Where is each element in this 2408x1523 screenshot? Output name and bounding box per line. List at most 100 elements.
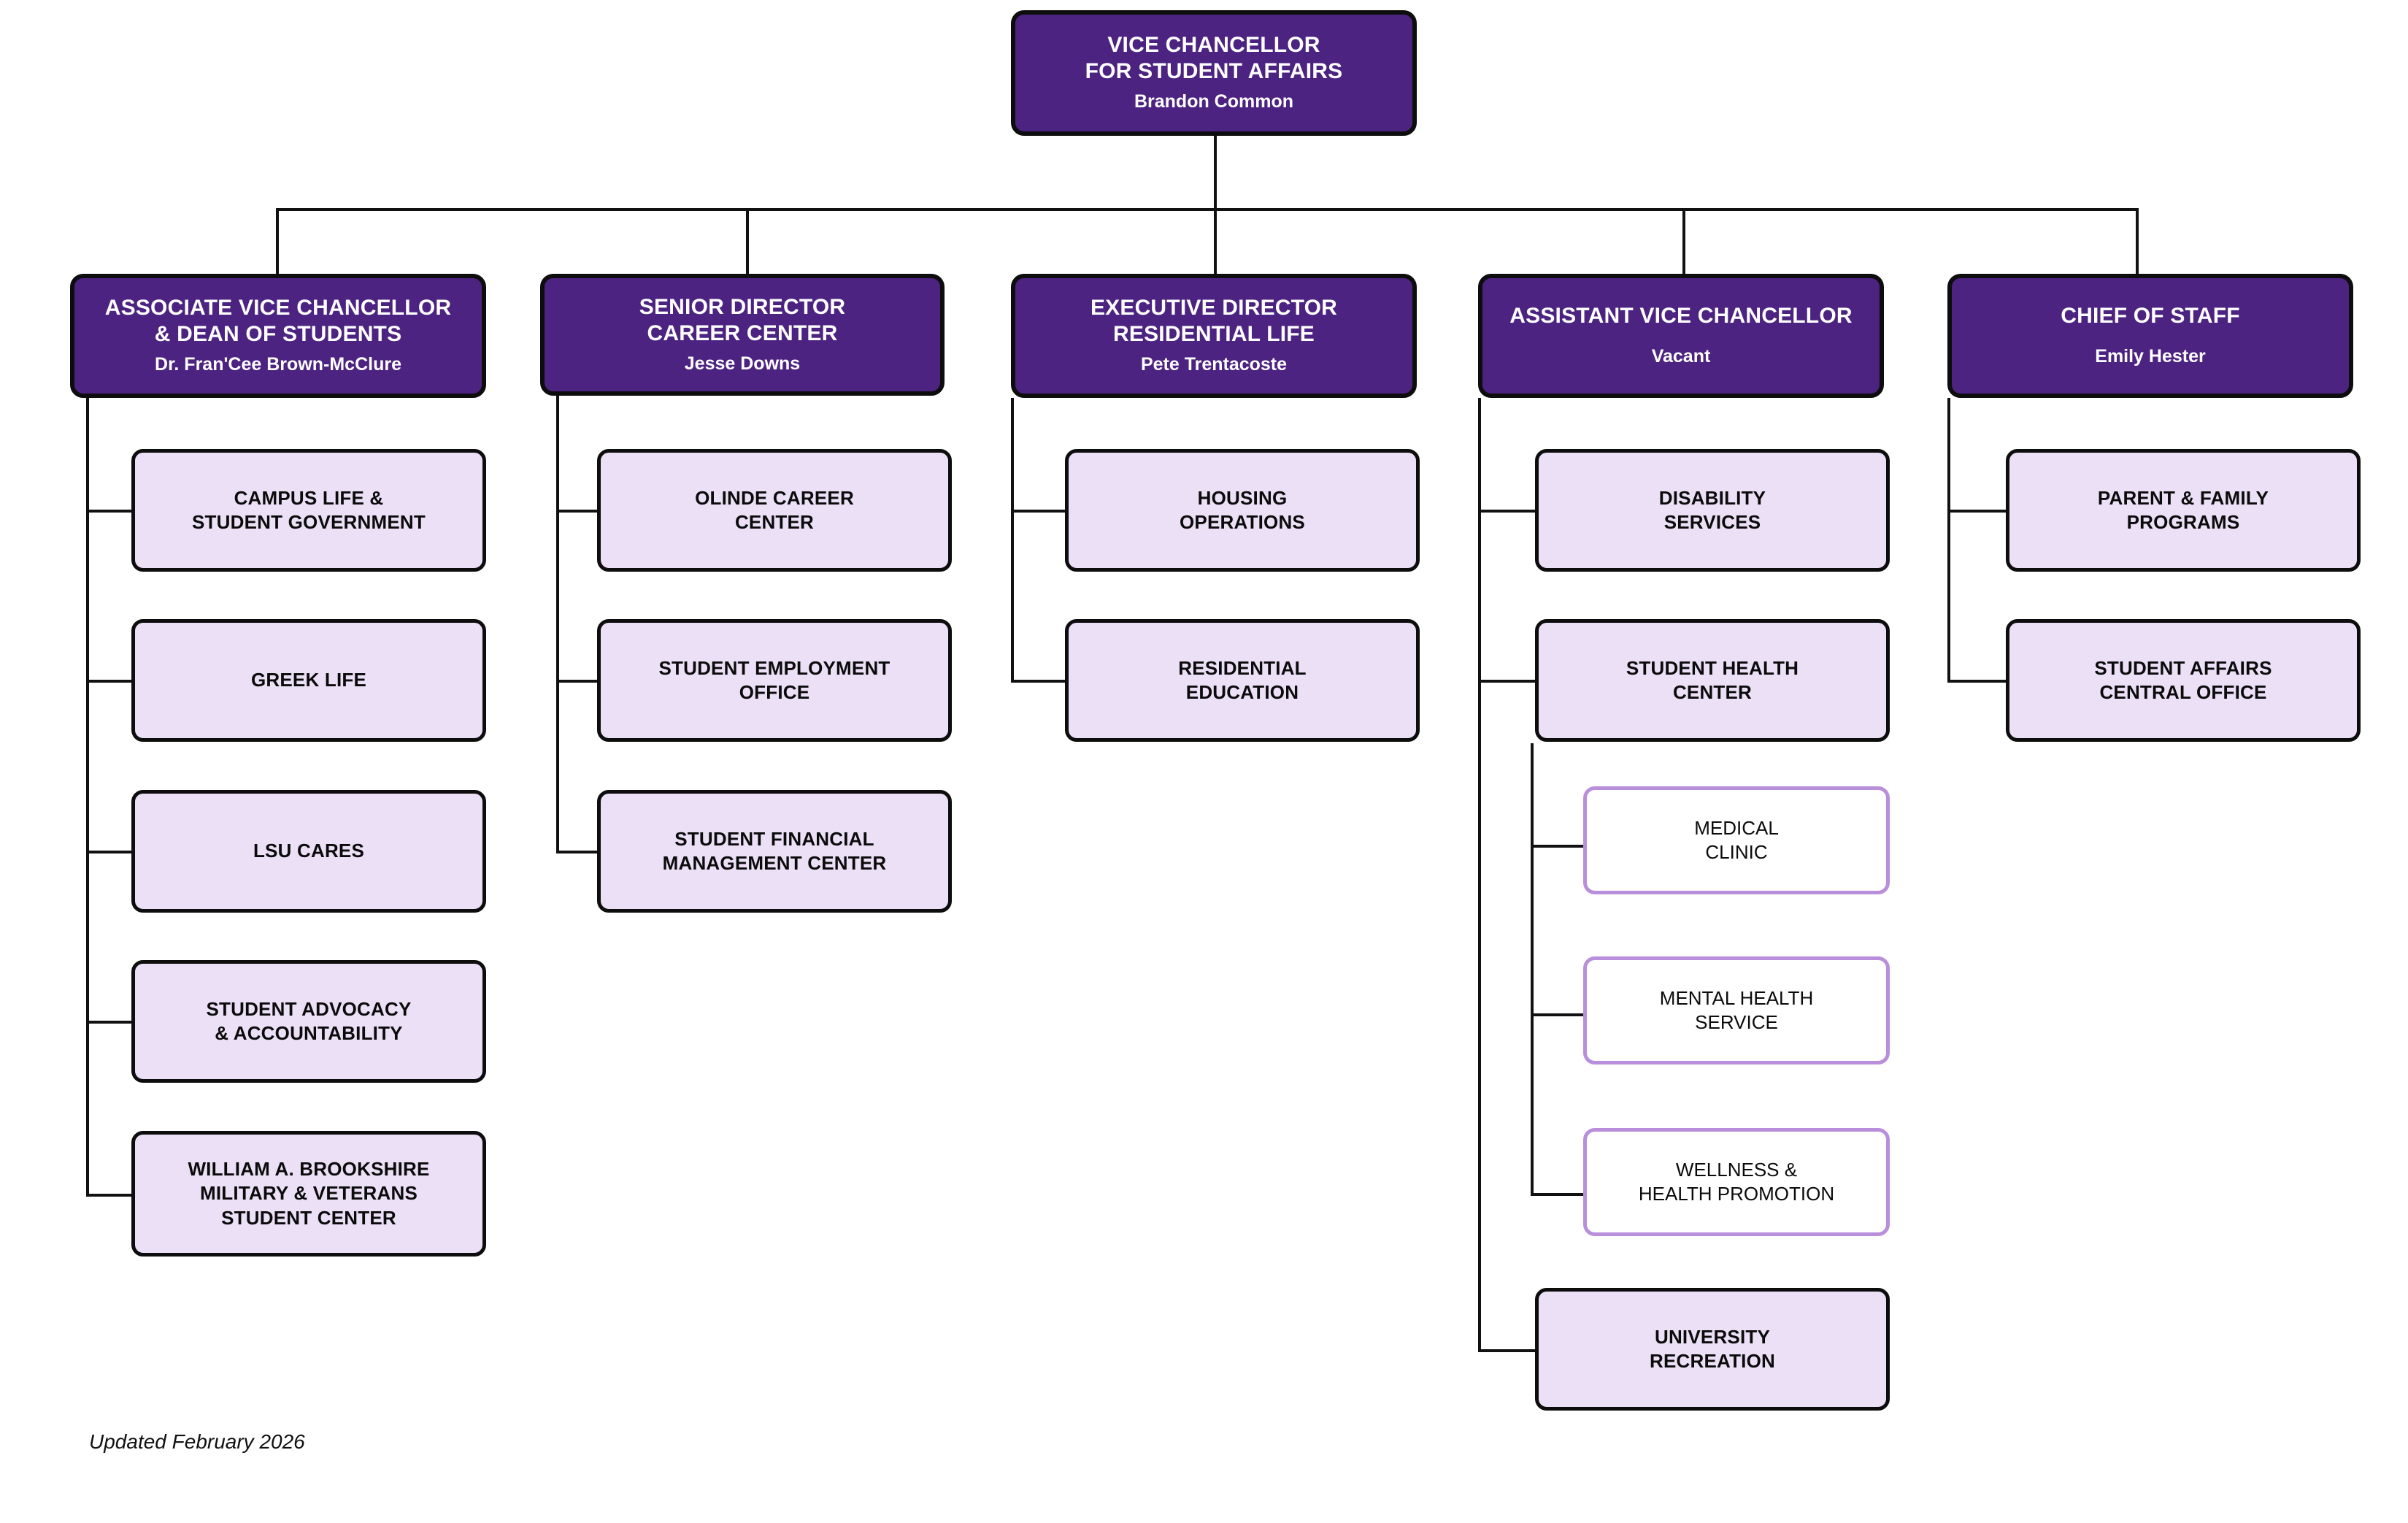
connector-drop-division-4 bbox=[1682, 208, 1685, 274]
node-person-name: Pete Trentacoste bbox=[1140, 354, 1288, 375]
node-university-recreation[interactable]: UNIVERSITY RECREATION bbox=[1535, 1288, 1890, 1411]
node-title-line-1: STUDENT AFFAIRS bbox=[2094, 656, 2272, 679]
node-student-affairs-central-office[interactable]: STUDENT AFFAIRS CENTRAL OFFICE bbox=[2006, 619, 2361, 742]
connector-stub-col5-unit1 bbox=[1947, 510, 2009, 513]
connector-spine-col-3 bbox=[1011, 398, 1014, 683]
node-title-line-1: STUDENT HEALTH bbox=[1626, 656, 1799, 679]
connector-stub-col1-unit3 bbox=[86, 851, 134, 853]
node-title-line-1: STUDENT FINANCIAL bbox=[674, 827, 874, 850]
node-title-line-1: SENIOR DIRECTOR bbox=[639, 294, 846, 319]
connector-stub-col3-unit2 bbox=[1011, 680, 1068, 683]
connector-spine-col-5 bbox=[1947, 398, 1950, 683]
node-title-line-2: MILITARY & VETERANS bbox=[199, 1182, 418, 1205]
node-title-line-2: RESIDENTIAL LIFE bbox=[1113, 322, 1315, 347]
node-person-name: Emily Hester bbox=[2095, 346, 2206, 367]
node-associate-vice-chancellor-dean-of-students[interactable]: ASSOCIATE VICE CHANCELLOR & DEAN OF STUD… bbox=[70, 274, 486, 398]
connector-spine-col-1 bbox=[86, 398, 89, 1197]
node-chief-of-staff[interactable]: CHIEF OF STAFF Emily Hester bbox=[1947, 274, 2353, 398]
connector-spine-col-4 bbox=[1478, 398, 1481, 1352]
node-title-line-1: EXECUTIVE DIRECTOR bbox=[1090, 296, 1338, 321]
node-title-line-2: OFFICE bbox=[739, 681, 810, 703]
connector-root-stem bbox=[1214, 136, 1217, 210]
connector-drop-division-1 bbox=[276, 208, 279, 274]
connector-stub-col1-unit4 bbox=[86, 1021, 134, 1024]
node-title-line-1: RESIDENTIAL bbox=[1178, 656, 1307, 679]
node-title-line-1: CAMPUS LIFE & bbox=[234, 486, 384, 509]
node-title-line-1: MEDICAL bbox=[1694, 816, 1779, 839]
node-parent-family-programs[interactable]: PARENT & FAMILY PROGRAMS bbox=[2006, 449, 2361, 572]
node-title-line-1: OLINDE CAREER bbox=[695, 486, 854, 509]
node-title-line-1: DISABILITY bbox=[1658, 486, 1766, 509]
node-title-line-1: WELLNESS & bbox=[1675, 1158, 1798, 1181]
node-title-line-1: STUDENT ADVOCACY bbox=[206, 997, 412, 1020]
node-title-line-2: CLINIC bbox=[1705, 841, 1768, 863]
connector-root-bus bbox=[276, 208, 2139, 211]
connector-stub-shc-sub2 bbox=[1531, 1013, 1583, 1016]
connector-drop-division-2 bbox=[746, 208, 749, 274]
node-person-name: Dr. Fran'Cee Brown-McClure bbox=[155, 354, 401, 375]
node-title-line-2: CAREER CENTER bbox=[647, 321, 838, 345]
node-student-health-center[interactable]: STUDENT HEALTH CENTER bbox=[1535, 619, 1890, 742]
node-title-line-2: CENTER bbox=[1672, 681, 1753, 703]
node-olinde-career-center[interactable]: OLINDE CAREER CENTER bbox=[597, 449, 952, 572]
node-title-line-2: CENTER bbox=[734, 511, 815, 533]
node-title-line-1: UNIVERSITY bbox=[1654, 1325, 1771, 1348]
connector-spine-student-health-center bbox=[1531, 743, 1534, 1196]
connector-stub-col5-unit2 bbox=[1947, 680, 2009, 683]
node-residential-education[interactable]: RESIDENTIAL EDUCATION bbox=[1065, 619, 1420, 742]
node-title-line-1: VICE CHANCELLOR bbox=[1107, 33, 1320, 58]
updated-date-note: Updated February 2026 bbox=[89, 1430, 305, 1453]
connector-stub-col4-unit2 bbox=[1478, 680, 1538, 683]
node-greek-life[interactable]: GREEK LIFE bbox=[131, 619, 486, 742]
node-title-line-1: CHIEF OF STAFF bbox=[2061, 304, 2240, 329]
node-student-financial-management-center[interactable]: STUDENT FINANCIAL MANAGEMENT CENTER bbox=[597, 790, 952, 913]
node-title-line-2: RECREATION bbox=[1650, 1350, 1775, 1372]
node-title-line-2: SERVICES bbox=[1663, 511, 1761, 533]
connector-stub-col2-unit2 bbox=[556, 680, 600, 683]
node-person-name: Vacant bbox=[1651, 346, 1711, 367]
node-title-line-2: CENTRAL OFFICE bbox=[2099, 681, 2267, 703]
node-title-line-1: PARENT & FAMILY bbox=[2097, 486, 2269, 509]
node-william-a-brookshire-military-veterans-student-center[interactable]: WILLIAM A. BROOKSHIRE MILITARY & VETERAN… bbox=[131, 1131, 486, 1257]
node-medical-clinic[interactable]: MEDICAL CLINIC bbox=[1583, 786, 1890, 894]
connector-stub-col1-unit1 bbox=[86, 510, 134, 513]
connector-stub-col4-unit3 bbox=[1478, 1349, 1538, 1352]
node-housing-operations[interactable]: HOUSING OPERATIONS bbox=[1065, 449, 1420, 572]
node-title-line-2: & DEAN OF STUDENTS bbox=[154, 322, 402, 347]
node-title-line-1: STUDENT EMPLOYMENT bbox=[658, 656, 891, 679]
node-title-line-1: HOUSING bbox=[1197, 486, 1288, 509]
node-lsu-cares[interactable]: LSU CARES bbox=[131, 790, 486, 913]
node-mental-health-service[interactable]: MENTAL HEALTH SERVICE bbox=[1583, 956, 1890, 1064]
node-title-line-1: LSU CARES bbox=[253, 840, 365, 862]
connector-stub-shc-sub3 bbox=[1531, 1193, 1583, 1196]
node-title-line-1: ASSISTANT VICE CHANCELLOR bbox=[1509, 304, 1853, 329]
node-title-line-1: WILLIAM A. BROOKSHIRE bbox=[188, 1158, 430, 1181]
node-disability-services[interactable]: DISABILITY SERVICES bbox=[1535, 449, 1890, 572]
node-vice-chancellor-student-affairs[interactable]: VICE CHANCELLOR FOR STUDENT AFFAIRS Bran… bbox=[1011, 10, 1417, 136]
node-title-line-2: PROGRAMS bbox=[2126, 511, 2240, 533]
node-title-line-2: EDUCATION bbox=[1185, 681, 1299, 703]
node-person-name: Jesse Downs bbox=[684, 353, 801, 374]
node-title-line-2: MANAGEMENT CENTER bbox=[662, 852, 887, 874]
node-campus-life-student-government[interactable]: CAMPUS LIFE & STUDENT GOVERNMENT bbox=[131, 449, 486, 572]
connector-stub-col2-unit3 bbox=[556, 851, 600, 853]
connector-drop-division-5 bbox=[2136, 208, 2139, 274]
node-senior-director-career-center[interactable]: SENIOR DIRECTOR CAREER CENTER Jesse Down… bbox=[540, 274, 945, 396]
connector-spine-col-2 bbox=[556, 396, 559, 853]
connector-stub-col1-unit5 bbox=[86, 1194, 134, 1197]
connector-stub-col4-unit1 bbox=[1478, 510, 1538, 513]
node-wellness-health-promotion[interactable]: WELLNESS & HEALTH PROMOTION bbox=[1583, 1128, 1890, 1236]
node-title-line-2: HEALTH PROMOTION bbox=[1638, 1183, 1835, 1205]
connector-drop-division-3 bbox=[1214, 208, 1217, 274]
connector-stub-shc-sub1 bbox=[1531, 845, 1583, 848]
node-assistant-vice-chancellor[interactable]: ASSISTANT VICE CHANCELLOR Vacant bbox=[1478, 274, 1884, 398]
connector-stub-col1-unit2 bbox=[86, 680, 134, 683]
connector-stub-col3-unit1 bbox=[1011, 510, 1068, 513]
node-title-line-3: STUDENT CENTER bbox=[221, 1206, 396, 1229]
node-executive-director-residential-life[interactable]: EXECUTIVE DIRECTOR RESIDENTIAL LIFE Pete… bbox=[1011, 274, 1417, 398]
node-student-advocacy-accountability[interactable]: STUDENT ADVOCACY & ACCOUNTABILITY bbox=[131, 960, 486, 1083]
node-student-employment-office[interactable]: STUDENT EMPLOYMENT OFFICE bbox=[597, 619, 952, 742]
node-title-line-2: STUDENT GOVERNMENT bbox=[192, 511, 426, 533]
node-title-line-1: GREEK LIFE bbox=[250, 669, 366, 691]
